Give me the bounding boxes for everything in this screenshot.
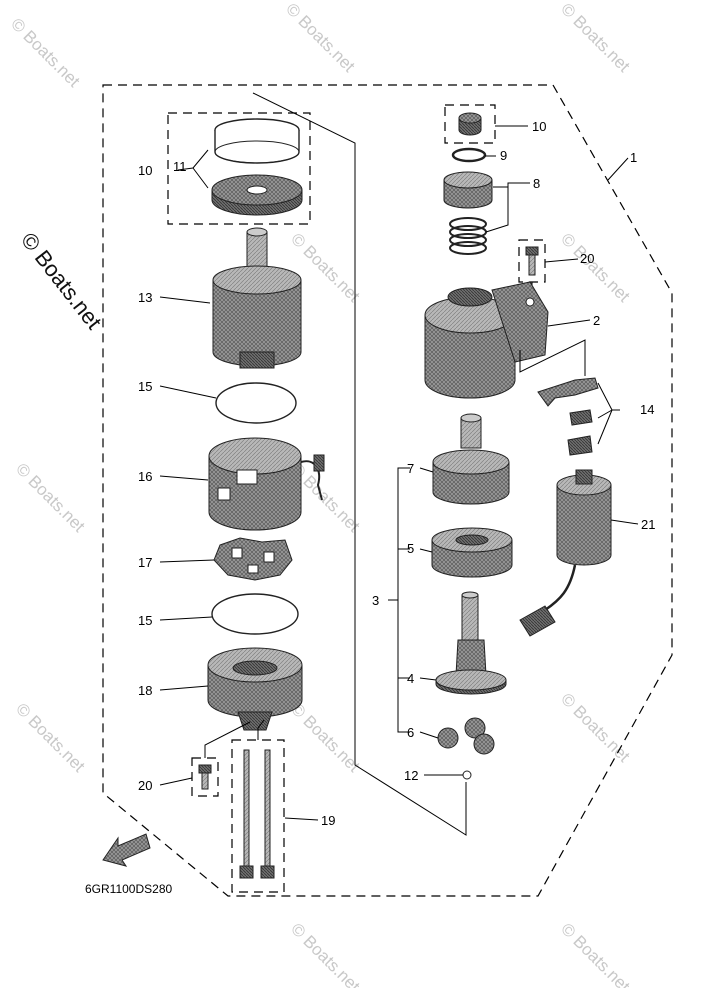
callout-13: 13 [138, 290, 152, 305]
part-20-box-left [191, 757, 219, 797]
watermark: © Boats.net [557, 689, 634, 766]
callouts: 1 2 3 4 5 6 7 8 9 10 10 11 12 13 14 15 1… [138, 119, 655, 828]
part-8-pinion [443, 171, 493, 209]
part-17-brush-holder [213, 537, 293, 581]
part-14-terminal [537, 377, 599, 456]
callout-20-left: 20 [138, 778, 152, 793]
callout-9: 9 [500, 148, 507, 163]
part-20-screw-left [198, 764, 212, 790]
watermark: © Boats.net [557, 919, 634, 988]
callout-15-bottom: 15 [138, 613, 152, 628]
watermark: © Boats.net [557, 0, 634, 76]
part-10-cap [458, 112, 482, 136]
callout-18: 18 [138, 683, 152, 698]
shaft-centerline [252, 92, 467, 836]
part-11-washer [211, 174, 303, 216]
callout-14: 14 [640, 402, 654, 417]
callout-1: 1 [630, 150, 637, 165]
part-20-screw-right [525, 246, 539, 276]
part-10-box-left [167, 112, 311, 225]
leader-3-bracket [388, 467, 410, 733]
callout-10-left: 10 [138, 163, 152, 178]
callout-2: 2 [593, 313, 600, 328]
callout-12: 12 [404, 768, 418, 783]
callout-4: 4 [407, 671, 414, 686]
callout-20-right: 20 [580, 251, 594, 266]
part-2-housing [424, 281, 549, 399]
part-4-shaft [435, 591, 507, 695]
watermark: © Boats.net [12, 459, 89, 536]
leader-11 [192, 149, 209, 189]
callout-11: 11 [173, 159, 187, 174]
part-9-clip [451, 147, 487, 163]
part-18-lower-bracket [207, 647, 303, 731]
callout-6: 6 [407, 725, 414, 740]
part-12-ball [462, 770, 472, 780]
watermark: © Boats.net [287, 699, 364, 776]
watermark: © Boats.net [282, 0, 359, 76]
part-7-carrier [432, 413, 510, 505]
leader-19-pointer [257, 719, 265, 740]
part-19-bolts [239, 749, 275, 879]
callout-21: 21 [641, 517, 655, 532]
callout-7: 7 [407, 461, 414, 476]
part-6-planet-gears [437, 717, 495, 755]
callout-17: 17 [138, 555, 152, 570]
front-arrow-icon [102, 833, 151, 867]
part-19-box [231, 739, 285, 893]
assembly-outline [102, 84, 673, 897]
callout-10-right: 10 [532, 119, 546, 134]
leaders [159, 125, 639, 821]
part-10-box-right [444, 104, 496, 144]
part-15-oring-bottom [211, 593, 299, 635]
part-5-internal-gear [431, 527, 513, 578]
watermark: © Boats.net [12, 699, 89, 776]
callout-19: 19 [321, 813, 335, 828]
watermark: © Boats.net [287, 919, 364, 988]
watermark: © Boats.net [557, 229, 634, 306]
callout-16: 16 [138, 469, 152, 484]
part-21-solenoid [519, 469, 612, 637]
part-13-armature [212, 227, 302, 369]
leader-20-left-pointer [204, 721, 251, 758]
callout-8: 8 [533, 176, 540, 191]
part-16-yoke [208, 437, 325, 531]
part-15-oring-top [215, 382, 297, 424]
watermark-side: © Boats.net [16, 228, 107, 334]
watermark: © Boats.net [7, 14, 84, 91]
part-11-ring [214, 118, 300, 164]
leader-14 [597, 382, 620, 445]
diagram-code: 6GR1100DS280 [85, 882, 172, 896]
callout-15-top: 15 [138, 379, 152, 394]
callout-5: 5 [407, 541, 414, 556]
part-8-spring [449, 217, 487, 255]
leader-14-bracket [519, 339, 586, 376]
callout-3: 3 [372, 593, 379, 608]
